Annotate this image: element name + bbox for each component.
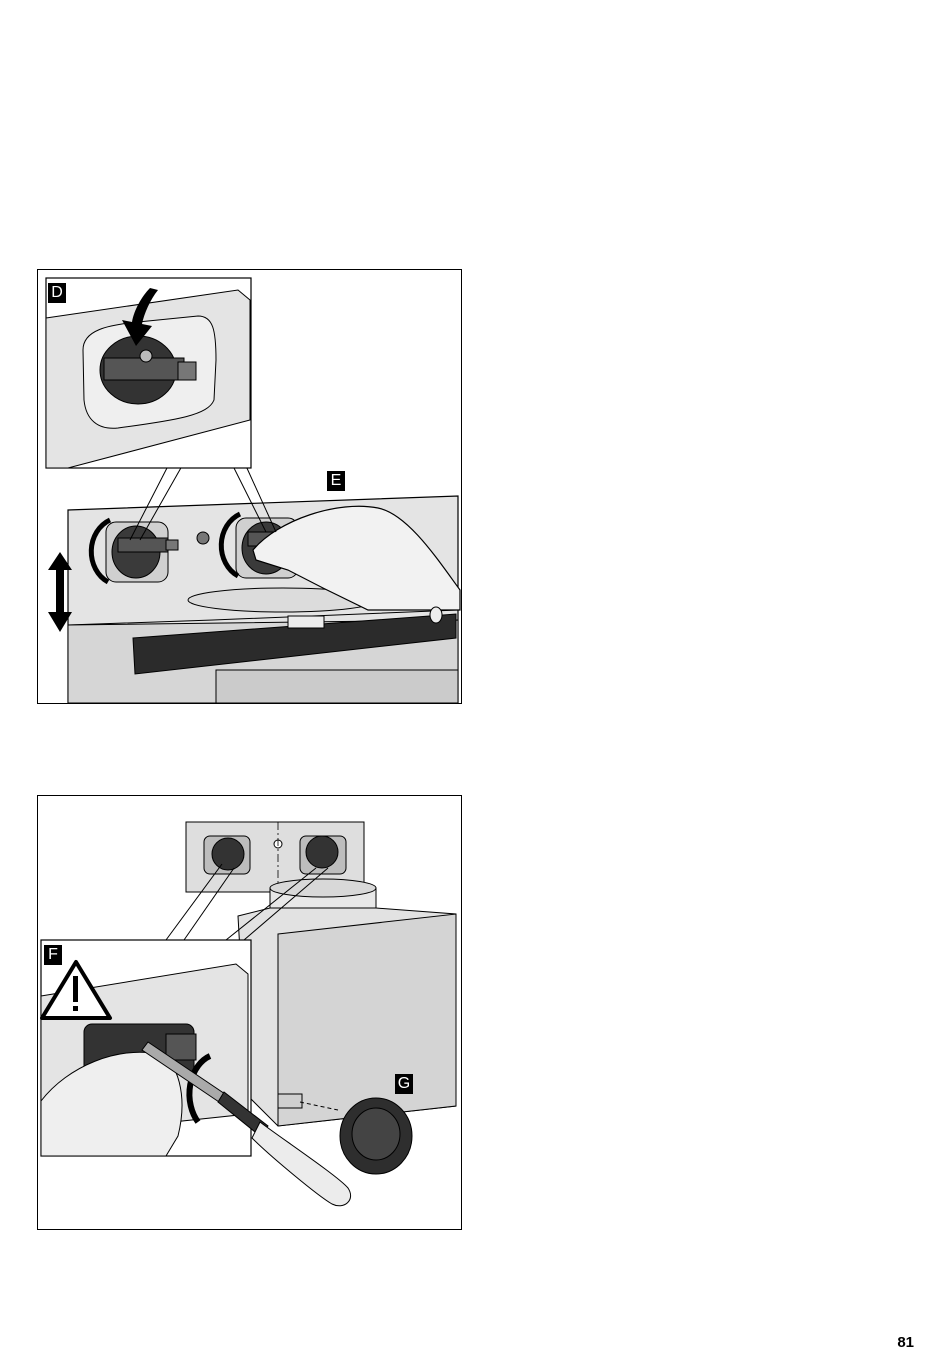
label-e: E	[327, 471, 345, 491]
illustration-bracket-leveling: D E	[37, 269, 462, 704]
leveling-drawing	[38, 270, 461, 703]
label-g: G	[395, 1074, 413, 1094]
tightening-drawing	[38, 796, 461, 1229]
label-f: F	[44, 945, 62, 965]
illustration-screw-tightening: F G	[37, 795, 462, 1230]
page-number: 81	[897, 1334, 914, 1351]
label-d: D	[48, 283, 66, 303]
